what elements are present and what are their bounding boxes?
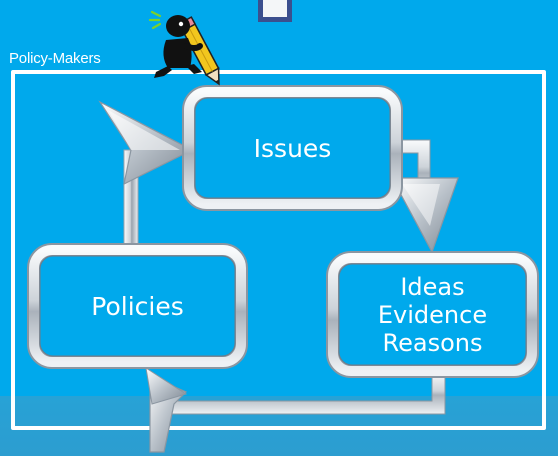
node-issues-frame [182, 85, 403, 211]
policy-makers-frame [11, 70, 546, 430]
node-ideas-frame [326, 251, 539, 378]
node-issues-label-box: Issues [195, 98, 390, 198]
arrow-policies-to-issues [98, 100, 194, 251]
arrow-issues-to-ideas [389, 139, 459, 254]
thinker-with-pencil-icon [148, 10, 220, 86]
node-issues-label: Issues [253, 133, 332, 163]
node-ideas-label-box: Ideas Evidence Reasons [339, 264, 526, 365]
arrow-ideas-to-policies [145, 366, 446, 453]
node-policies-label: Policies [91, 291, 184, 321]
node-ideas-line-3: Reasons [382, 328, 483, 357]
node-ideas-line-1: Ideas [400, 272, 465, 301]
policy-makers-label: Policy-Makers [9, 50, 101, 67]
node-policies-frame [27, 243, 248, 369]
node-policies-label-box: Policies [40, 256, 235, 356]
node-ideas-line-2: Evidence [377, 300, 488, 329]
top-square-shape [258, 0, 292, 22]
